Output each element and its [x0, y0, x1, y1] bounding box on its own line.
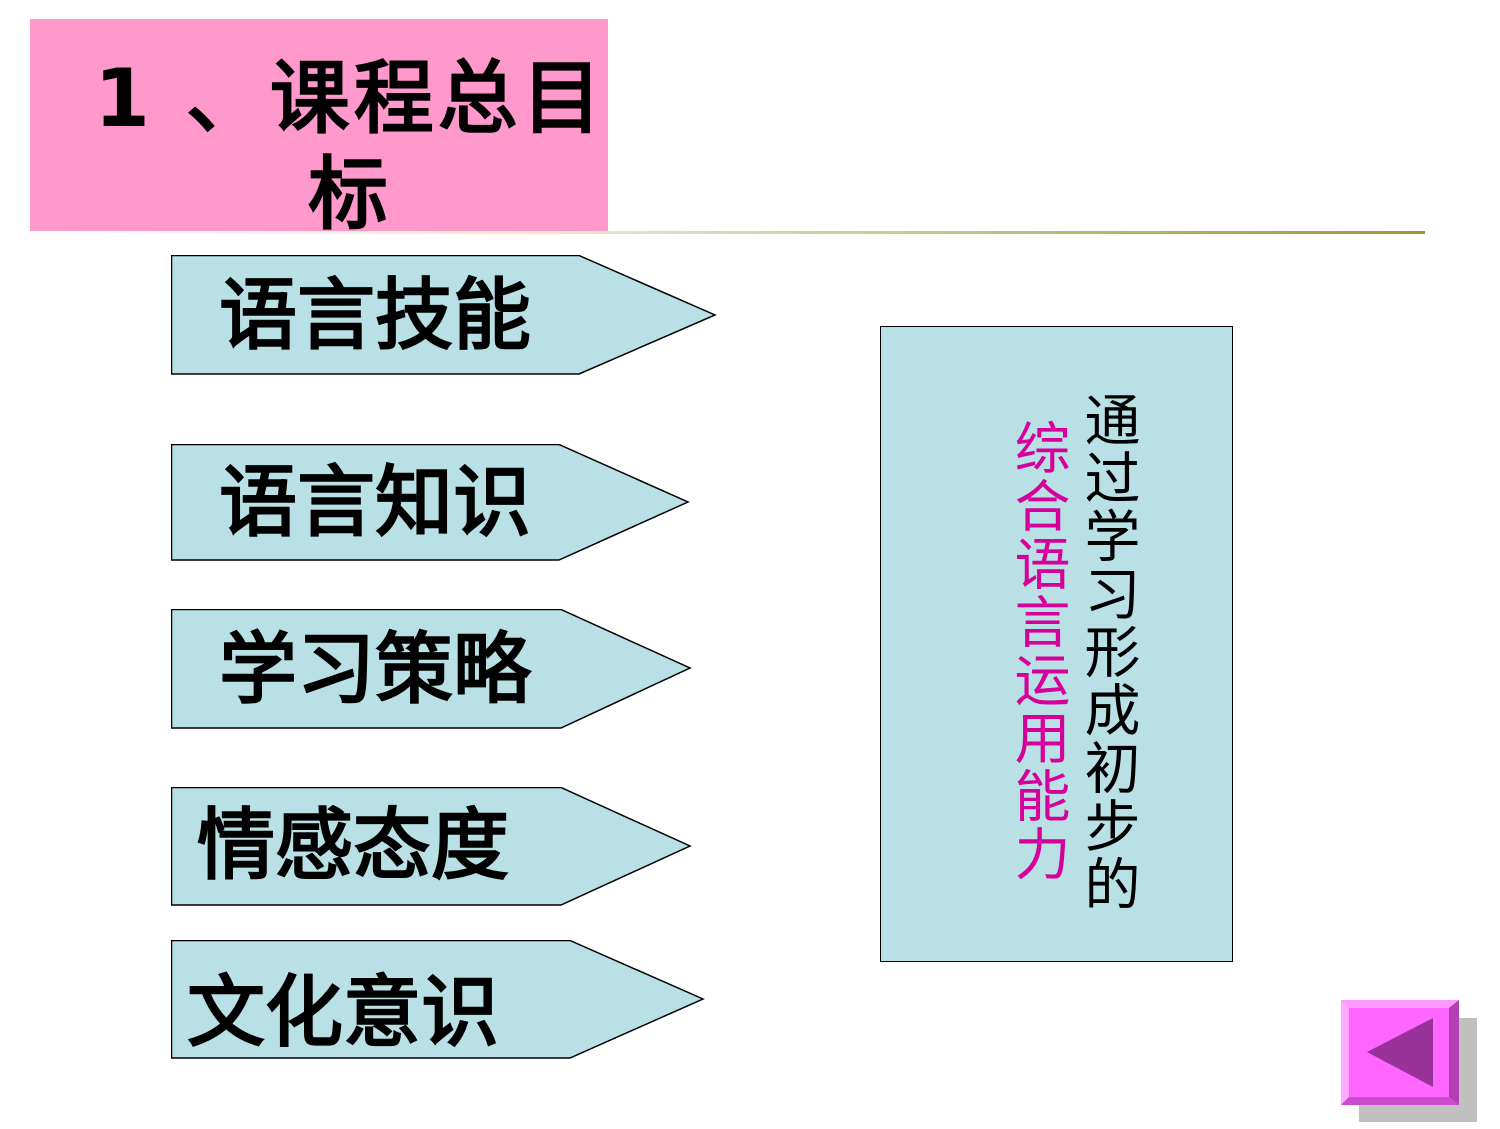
category-label: 学习策略	[219, 625, 532, 715]
page-title: 1 、课程总目标	[94, 52, 606, 241]
goal-line-2: 综合语言运用能力	[1005, 419, 1070, 883]
goal-line-1: 通过学习形成初步的	[1075, 391, 1140, 913]
category-label: 语言知识	[219, 458, 532, 548]
goal-box: 通过学习形成初步的 综合语言运用能力	[880, 326, 1233, 962]
category-label: 情感态度	[197, 801, 510, 891]
category-label: 文化意识	[187, 968, 500, 1058]
title-divider	[30, 231, 1425, 234]
back-button[interactable]	[1341, 1000, 1477, 1122]
title-box: 1 、课程总目标	[30, 19, 608, 241]
triangle-left-icon	[1341, 1000, 1477, 1122]
category-label: 语言技能	[219, 271, 532, 361]
